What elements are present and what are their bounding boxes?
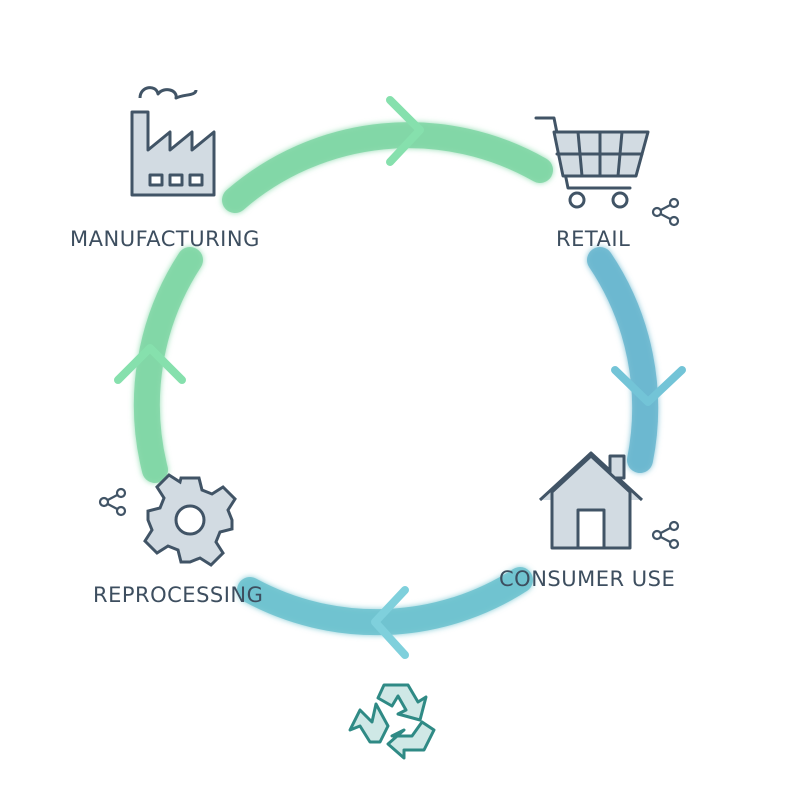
share-icon	[651, 197, 680, 227]
arrowhead-top	[386, 96, 424, 166]
shopping-cart-icon	[534, 116, 650, 209]
factory-icon	[130, 86, 216, 197]
arrowhead-left	[114, 344, 186, 384]
cycle-ring	[133, 122, 659, 636]
arc-consumer-to-reprocessing	[237, 567, 533, 636]
label-manufacturing: MANUFACTURING	[70, 227, 260, 251]
arc-reprocessing-to-manufacturing	[133, 247, 203, 483]
share-icon	[651, 520, 680, 550]
house-icon	[538, 451, 644, 550]
arc-retail-to-consumer	[587, 247, 659, 473]
share-icon	[98, 487, 127, 517]
arrowhead-bottom	[371, 586, 409, 659]
recycle-icon	[348, 683, 436, 760]
arrowhead-right	[611, 366, 686, 406]
gear-icon	[143, 473, 237, 567]
label-retail: RETAIL	[556, 227, 631, 251]
arc-manufacturing-to-retail	[222, 122, 553, 213]
label-reprocessing: REPROCESSING	[93, 583, 264, 607]
label-consumer-use: CONSUMER USE	[499, 567, 676, 591]
